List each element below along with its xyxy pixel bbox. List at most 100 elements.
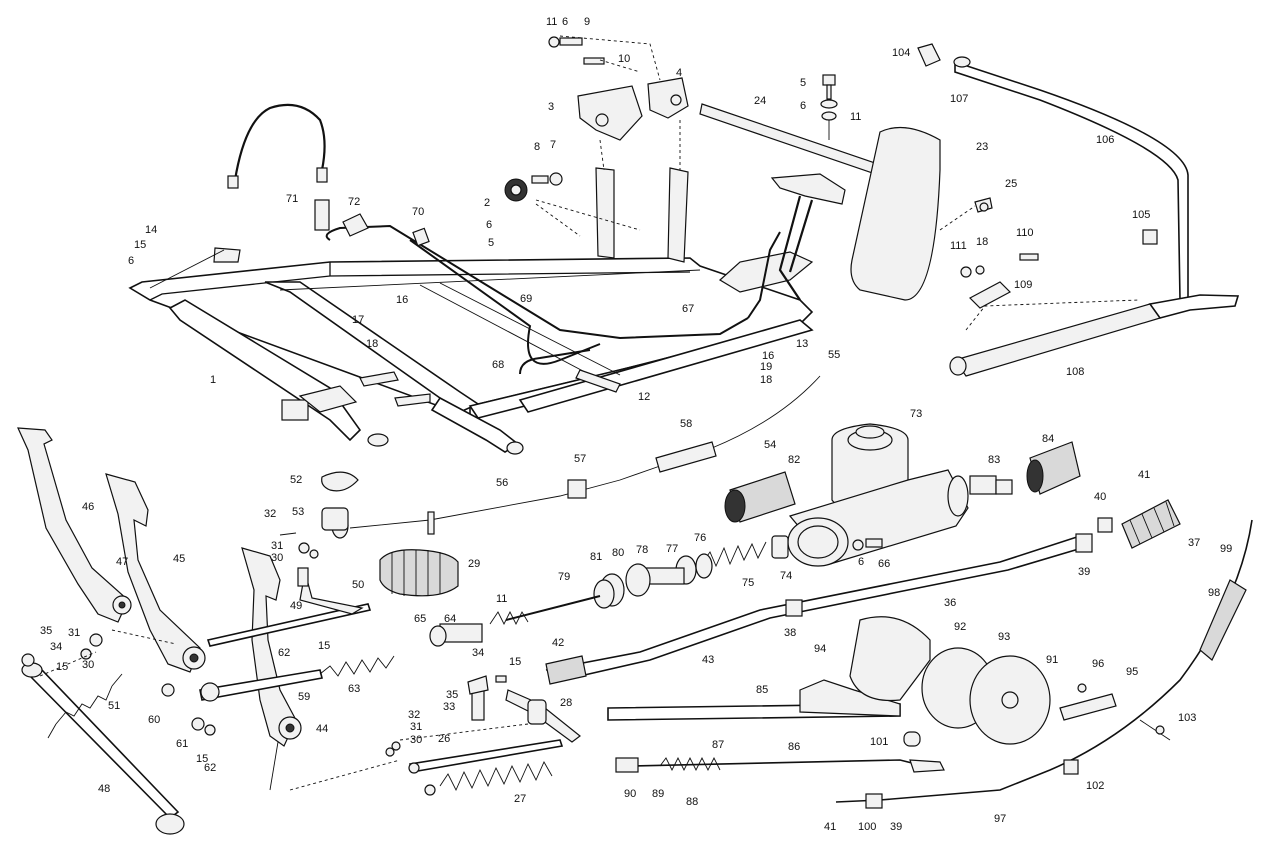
callout-c6a: 6 bbox=[128, 255, 134, 267]
callout-c108: 108 bbox=[1066, 366, 1084, 378]
callout-c74: 74 bbox=[780, 570, 792, 582]
callout-c102: 102 bbox=[1086, 780, 1104, 792]
callout-c18a: 18 bbox=[366, 338, 378, 350]
callout-c72: 72 bbox=[348, 196, 360, 208]
callout-c94: 94 bbox=[814, 643, 826, 655]
callout-c52: 52 bbox=[290, 474, 302, 486]
brake-pipes bbox=[325, 224, 781, 375]
chassis-frame bbox=[128, 247, 814, 455]
callout-c34b: 34 bbox=[472, 647, 484, 659]
callout-c11b: 11 bbox=[850, 111, 861, 123]
callout-labels: 1234556666678910111111121314151515151516… bbox=[40, 16, 1232, 833]
callout-c53: 53 bbox=[292, 506, 304, 518]
callout-c62a: 62 bbox=[278, 647, 290, 659]
callout-c54: 54 bbox=[764, 439, 776, 451]
callout-c18b: 18 bbox=[976, 236, 988, 248]
callout-c14: 14 bbox=[145, 224, 157, 236]
callout-c103: 103 bbox=[1178, 712, 1196, 724]
callout-c63: 63 bbox=[348, 683, 360, 695]
callout-c106: 106 bbox=[1096, 134, 1114, 146]
callout-c66: 66 bbox=[878, 558, 890, 570]
callout-c41b: 41 bbox=[824, 821, 836, 833]
callout-c51: 51 bbox=[108, 700, 120, 712]
callout-c5b: 5 bbox=[800, 77, 806, 89]
callout-c56: 56 bbox=[496, 477, 508, 489]
callout-c15c: 15 bbox=[318, 640, 330, 652]
callout-c6b: 6 bbox=[562, 16, 568, 28]
callout-c80: 80 bbox=[612, 547, 624, 559]
callout-c68: 68 bbox=[492, 359, 504, 371]
callout-c46: 46 bbox=[82, 501, 94, 513]
pedal-bracket-assembly bbox=[504, 35, 689, 263]
callout-c4: 4 bbox=[676, 67, 682, 79]
callout-c6e: 6 bbox=[858, 556, 864, 568]
callout-c31b: 31 bbox=[68, 627, 80, 639]
callout-c50: 50 bbox=[352, 579, 364, 591]
callout-c12: 12 bbox=[638, 391, 650, 403]
callout-c45: 45 bbox=[173, 553, 185, 565]
callout-c6c: 6 bbox=[486, 219, 492, 231]
callout-c109: 109 bbox=[1014, 279, 1032, 291]
callout-c23: 23 bbox=[976, 141, 988, 153]
callout-c34a: 34 bbox=[50, 641, 62, 653]
callout-c81: 81 bbox=[590, 551, 602, 563]
callout-c85: 85 bbox=[756, 684, 768, 696]
callout-c19: 19 bbox=[760, 361, 772, 373]
callout-c35b: 35 bbox=[446, 689, 458, 701]
callout-c61: 61 bbox=[176, 738, 188, 750]
callout-c64: 64 bbox=[444, 613, 456, 625]
callout-c73: 73 bbox=[910, 408, 922, 420]
callout-c88: 88 bbox=[686, 796, 698, 808]
callout-c3: 3 bbox=[548, 101, 554, 113]
cables-upper bbox=[279, 375, 821, 597]
callout-c15d: 15 bbox=[509, 656, 521, 668]
callout-c86: 86 bbox=[788, 741, 800, 753]
flexible-brake-hose bbox=[227, 103, 430, 247]
callout-c5a: 5 bbox=[488, 237, 494, 249]
callout-c38: 38 bbox=[784, 627, 796, 639]
callout-c111: 111 bbox=[950, 240, 967, 252]
callout-c91: 91 bbox=[1046, 654, 1058, 666]
callout-c42: 42 bbox=[552, 637, 564, 649]
callout-c17: 17 bbox=[352, 314, 364, 326]
callout-c44: 44 bbox=[316, 723, 328, 735]
callout-c2: 2 bbox=[484, 197, 490, 209]
callout-c55: 55 bbox=[828, 349, 840, 361]
master-cylinder-assembly bbox=[429, 423, 1081, 647]
callout-c39b: 39 bbox=[890, 821, 902, 833]
callout-c48: 48 bbox=[98, 783, 110, 795]
callout-c18c: 18 bbox=[760, 374, 772, 386]
callout-c43: 43 bbox=[702, 654, 714, 666]
callout-c15e: 15 bbox=[196, 753, 208, 765]
callout-c60: 60 bbox=[148, 714, 160, 726]
callout-c36: 36 bbox=[944, 597, 956, 609]
callout-c95: 95 bbox=[1126, 666, 1138, 678]
callout-c87: 87 bbox=[712, 739, 724, 751]
callout-c83: 83 bbox=[988, 454, 1000, 466]
callout-c107: 107 bbox=[950, 93, 968, 105]
callout-c8: 8 bbox=[534, 141, 540, 153]
callout-c13: 13 bbox=[796, 338, 808, 350]
callout-c39a: 39 bbox=[1078, 566, 1090, 578]
callout-c97: 97 bbox=[994, 813, 1006, 825]
callout-c30b: 30 bbox=[82, 659, 94, 671]
callout-c41a: 41 bbox=[1138, 469, 1150, 481]
callout-c67: 67 bbox=[682, 303, 694, 315]
callout-c33: 33 bbox=[443, 701, 455, 713]
callout-c71: 71 bbox=[286, 193, 298, 205]
callout-c69: 69 bbox=[520, 293, 532, 305]
callout-c78: 78 bbox=[636, 544, 648, 556]
callout-c99: 99 bbox=[1220, 543, 1232, 555]
callout-c75: 75 bbox=[742, 577, 754, 589]
callout-c7: 7 bbox=[550, 139, 556, 151]
callout-c93: 93 bbox=[998, 631, 1010, 643]
callout-c59: 59 bbox=[298, 691, 310, 703]
callout-c92: 92 bbox=[954, 621, 966, 633]
callout-c16b: 16 bbox=[762, 350, 774, 362]
callout-c57: 57 bbox=[574, 453, 586, 465]
callout-c101: 101 bbox=[870, 736, 888, 748]
callout-c24: 24 bbox=[754, 95, 766, 107]
callout-c37: 37 bbox=[1188, 537, 1200, 549]
callout-c6d: 6 bbox=[800, 100, 806, 112]
